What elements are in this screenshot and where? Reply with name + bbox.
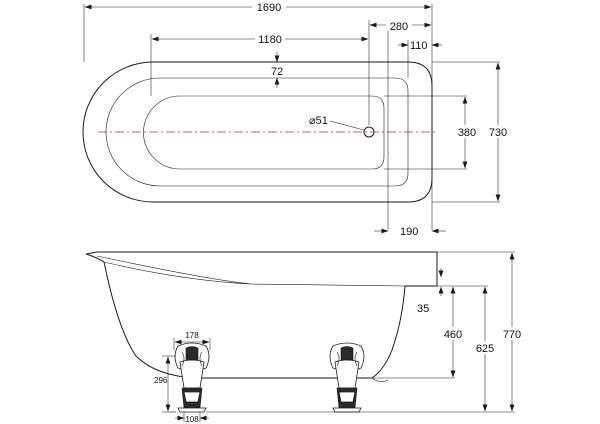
overall-width-label: 730 bbox=[489, 127, 507, 139]
rim-height-label: 35 bbox=[417, 303, 429, 315]
bath-side-rim-edge bbox=[103, 261, 251, 285]
foot-base-label: 108 bbox=[185, 415, 199, 424]
bath-side-outline bbox=[85, 251, 438, 379]
waste-to-end-label: 190 bbox=[400, 226, 418, 238]
floor-height-label: 460 bbox=[444, 329, 462, 341]
bath-basin-outline bbox=[143, 95, 385, 170]
bath-side-rim-line bbox=[96, 255, 406, 287]
foot-width-label: 178 bbox=[185, 331, 199, 340]
foot-height-label: 296 bbox=[154, 376, 168, 385]
plan-view: 1690 1180 280 110 72 ⌀51 380 730 190 bbox=[82, 0, 510, 238]
inner-width-label: 380 bbox=[458, 127, 476, 139]
bath-rim-outline bbox=[105, 77, 409, 187]
waste-pipe bbox=[371, 377, 389, 382]
overall-length-label: 1690 bbox=[257, 2, 281, 14]
inner-length-label: 1180 bbox=[258, 34, 282, 46]
end-offset-label: 280 bbox=[390, 21, 408, 33]
waste-leader bbox=[329, 120, 365, 131]
claw-foot-left bbox=[174, 342, 210, 413]
waste-diameter-label: ⌀51 bbox=[309, 115, 328, 127]
claw-foot-right bbox=[329, 342, 365, 413]
rim-offset-label: 110 bbox=[410, 40, 428, 52]
base-height-label: 625 bbox=[476, 343, 494, 355]
rim-width-label: 72 bbox=[271, 66, 283, 78]
overall-height-label: 770 bbox=[503, 329, 521, 341]
side-view: 35 460 625 770 178 296 108 bbox=[85, 251, 524, 424]
